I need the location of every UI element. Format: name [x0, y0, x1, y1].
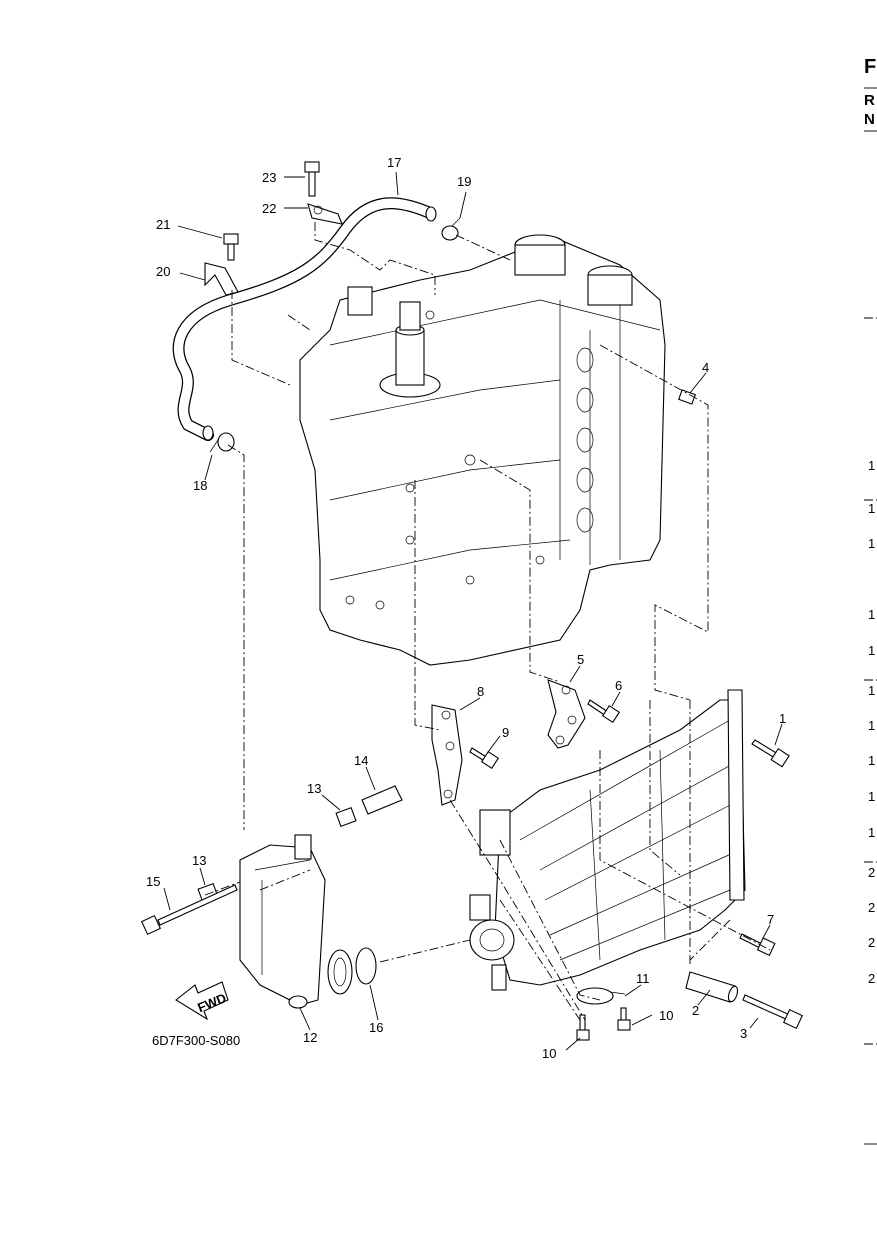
edge-letter-n: N — [864, 111, 875, 128]
label-5: 5 — [577, 652, 584, 667]
bracket-8 — [431, 704, 463, 806]
label-14: 14 — [354, 753, 368, 768]
bolt-1 — [751, 739, 790, 768]
label-8: 8 — [477, 684, 484, 699]
label-21: 21 — [156, 217, 170, 232]
label-16: 16 — [369, 1020, 383, 1035]
bolt-10-right — [617, 1007, 631, 1031]
edge-row-2: 1 — [868, 501, 876, 516]
label-13-lower: 13 — [192, 853, 206, 868]
label-18: 18 — [193, 478, 207, 493]
label-10-right: 10 — [659, 1008, 673, 1023]
label-4: 4 — [702, 360, 709, 375]
fwd-arrow-icon: FWD — [175, 981, 229, 1021]
bolt-9 — [469, 747, 500, 770]
grommet-13-upper — [335, 806, 357, 828]
label-17: 17 — [387, 155, 401, 170]
clamp-19 — [441, 217, 461, 241]
diagram-code: 6D7F300-S080 — [152, 1033, 240, 1048]
collar-2 — [685, 971, 739, 1003]
edge-row-11: 2 — [868, 865, 876, 880]
bolt-10-left — [576, 1014, 590, 1041]
leader-lines — [163, 171, 783, 1051]
label-10-left: 10 — [542, 1046, 556, 1061]
edge-row-7: 1 — [868, 718, 876, 733]
cylinder-block — [299, 234, 666, 666]
holder-20 — [204, 262, 239, 296]
label-2: 2 — [692, 1003, 699, 1018]
silencer-12 — [239, 834, 353, 1009]
label-11: 11 — [636, 971, 650, 986]
label-23: 23 — [262, 170, 276, 185]
edge-row-14: 2 — [868, 971, 876, 986]
assembly-lines — [204, 222, 771, 1021]
dowel-4 — [678, 389, 696, 405]
edge-row-13: 2 — [868, 935, 876, 950]
edge-row-3: 1 — [868, 536, 876, 551]
edge-row-6: 1 — [868, 683, 876, 698]
clamp-11 — [576, 987, 626, 1005]
label-12: 12 — [303, 1030, 317, 1045]
edge-letter-f: F — [864, 56, 877, 78]
bolt-23 — [304, 161, 320, 197]
label-20: 20 — [156, 264, 170, 279]
edge-row-8: 1 — [868, 753, 876, 768]
edge-row-9: 1 — [868, 789, 876, 804]
bracket-5 — [547, 679, 586, 749]
label-7: 7 — [767, 912, 774, 927]
bolt-21 — [223, 233, 239, 261]
label-1: 1 — [779, 711, 786, 726]
joint-14 — [361, 785, 403, 815]
bolt-3 — [742, 994, 804, 1030]
edge-letter-r: R — [864, 92, 875, 109]
label-9: 9 — [502, 725, 509, 740]
holder-22 — [307, 203, 343, 225]
label-19: 19 — [457, 174, 471, 189]
bolt-6 — [587, 699, 621, 724]
label-22: 22 — [262, 201, 276, 216]
hose-17 — [172, 197, 437, 441]
intake-manifold — [469, 689, 746, 991]
edge-row-4: 1 — [868, 607, 876, 622]
label-3: 3 — [740, 1026, 747, 1041]
edge-row-10: 1 — [868, 825, 876, 840]
clamp-16 — [355, 947, 377, 985]
edge-row-12: 2 — [868, 900, 876, 915]
edge-row-5: 1 — [868, 643, 876, 658]
edge-row-1: 1 — [868, 458, 876, 473]
label-6: 6 — [615, 678, 622, 693]
bolt-15 — [140, 884, 238, 936]
label-15: 15 — [146, 874, 160, 889]
label-13-upper: 13 — [307, 781, 321, 796]
